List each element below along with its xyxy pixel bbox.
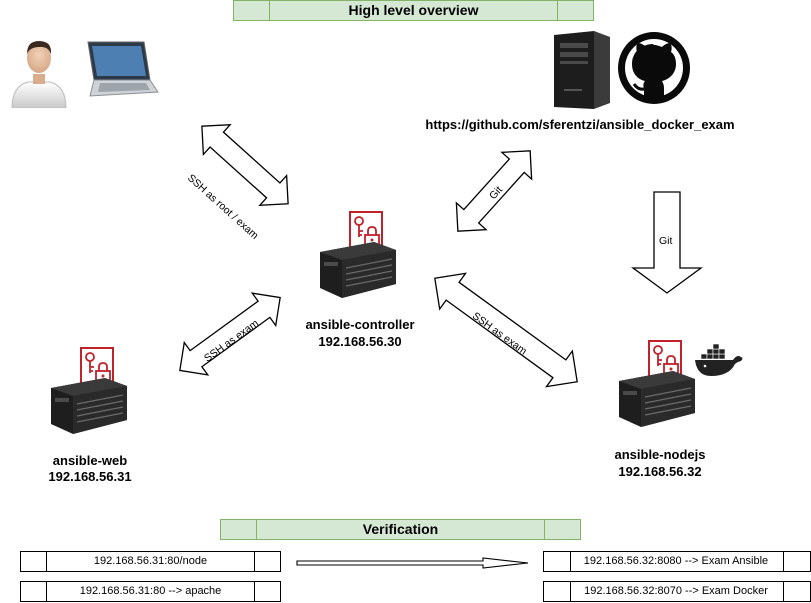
verify-row-text: 192.168.56.31:80/node: [93, 555, 208, 567]
overview-title: High level overview: [348, 2, 479, 18]
server-icon: [619, 371, 695, 427]
verification-title-box: Verification: [220, 519, 581, 540]
verify-row-text: 192.168.56.32:8070 --> Exam Docker: [584, 585, 768, 597]
server-tower-icon: [554, 31, 610, 109]
edge-label-git-nodejs: Git: [659, 235, 673, 247]
repo-url[interactable]: https://github.com/sferentzi/ansible_doc…: [425, 117, 735, 132]
github-icon: [618, 32, 690, 104]
verify-row-right-1: 192.168.56.32:8080 --> Exam Ansible: [543, 551, 811, 572]
verification-title: Verification: [362, 521, 439, 537]
web-ip: 192.168.56.31: [48, 469, 132, 484]
verify-row-left-1: 192.168.56.31:80/node: [20, 551, 281, 572]
nodejs-name: ansible-nodejs: [614, 447, 706, 462]
nodejs-ip: 192.168.56.32: [618, 464, 702, 479]
web-name: ansible-web: [52, 453, 128, 468]
controller-ip: 192.168.56.30: [318, 334, 402, 349]
controller-name: ansible-controller: [305, 317, 415, 332]
docker-icon: [695, 343, 743, 376]
verify-row-text: 192.168.56.32:8080 --> Exam Ansible: [583, 555, 769, 567]
laptop-icon: [87, 41, 159, 97]
verify-row-right-2: 192.168.56.32:8070 --> Exam Docker: [543, 581, 811, 602]
verify-row-left-2: 192.168.56.31:80 --> apache: [20, 581, 281, 602]
user-icon: [11, 41, 67, 108]
server-icon: [320, 242, 396, 298]
verify-row-text: 192.168.56.31:80 --> apache: [79, 585, 222, 597]
overview-title-box: High level overview: [233, 0, 594, 21]
server-icon: [51, 378, 127, 434]
